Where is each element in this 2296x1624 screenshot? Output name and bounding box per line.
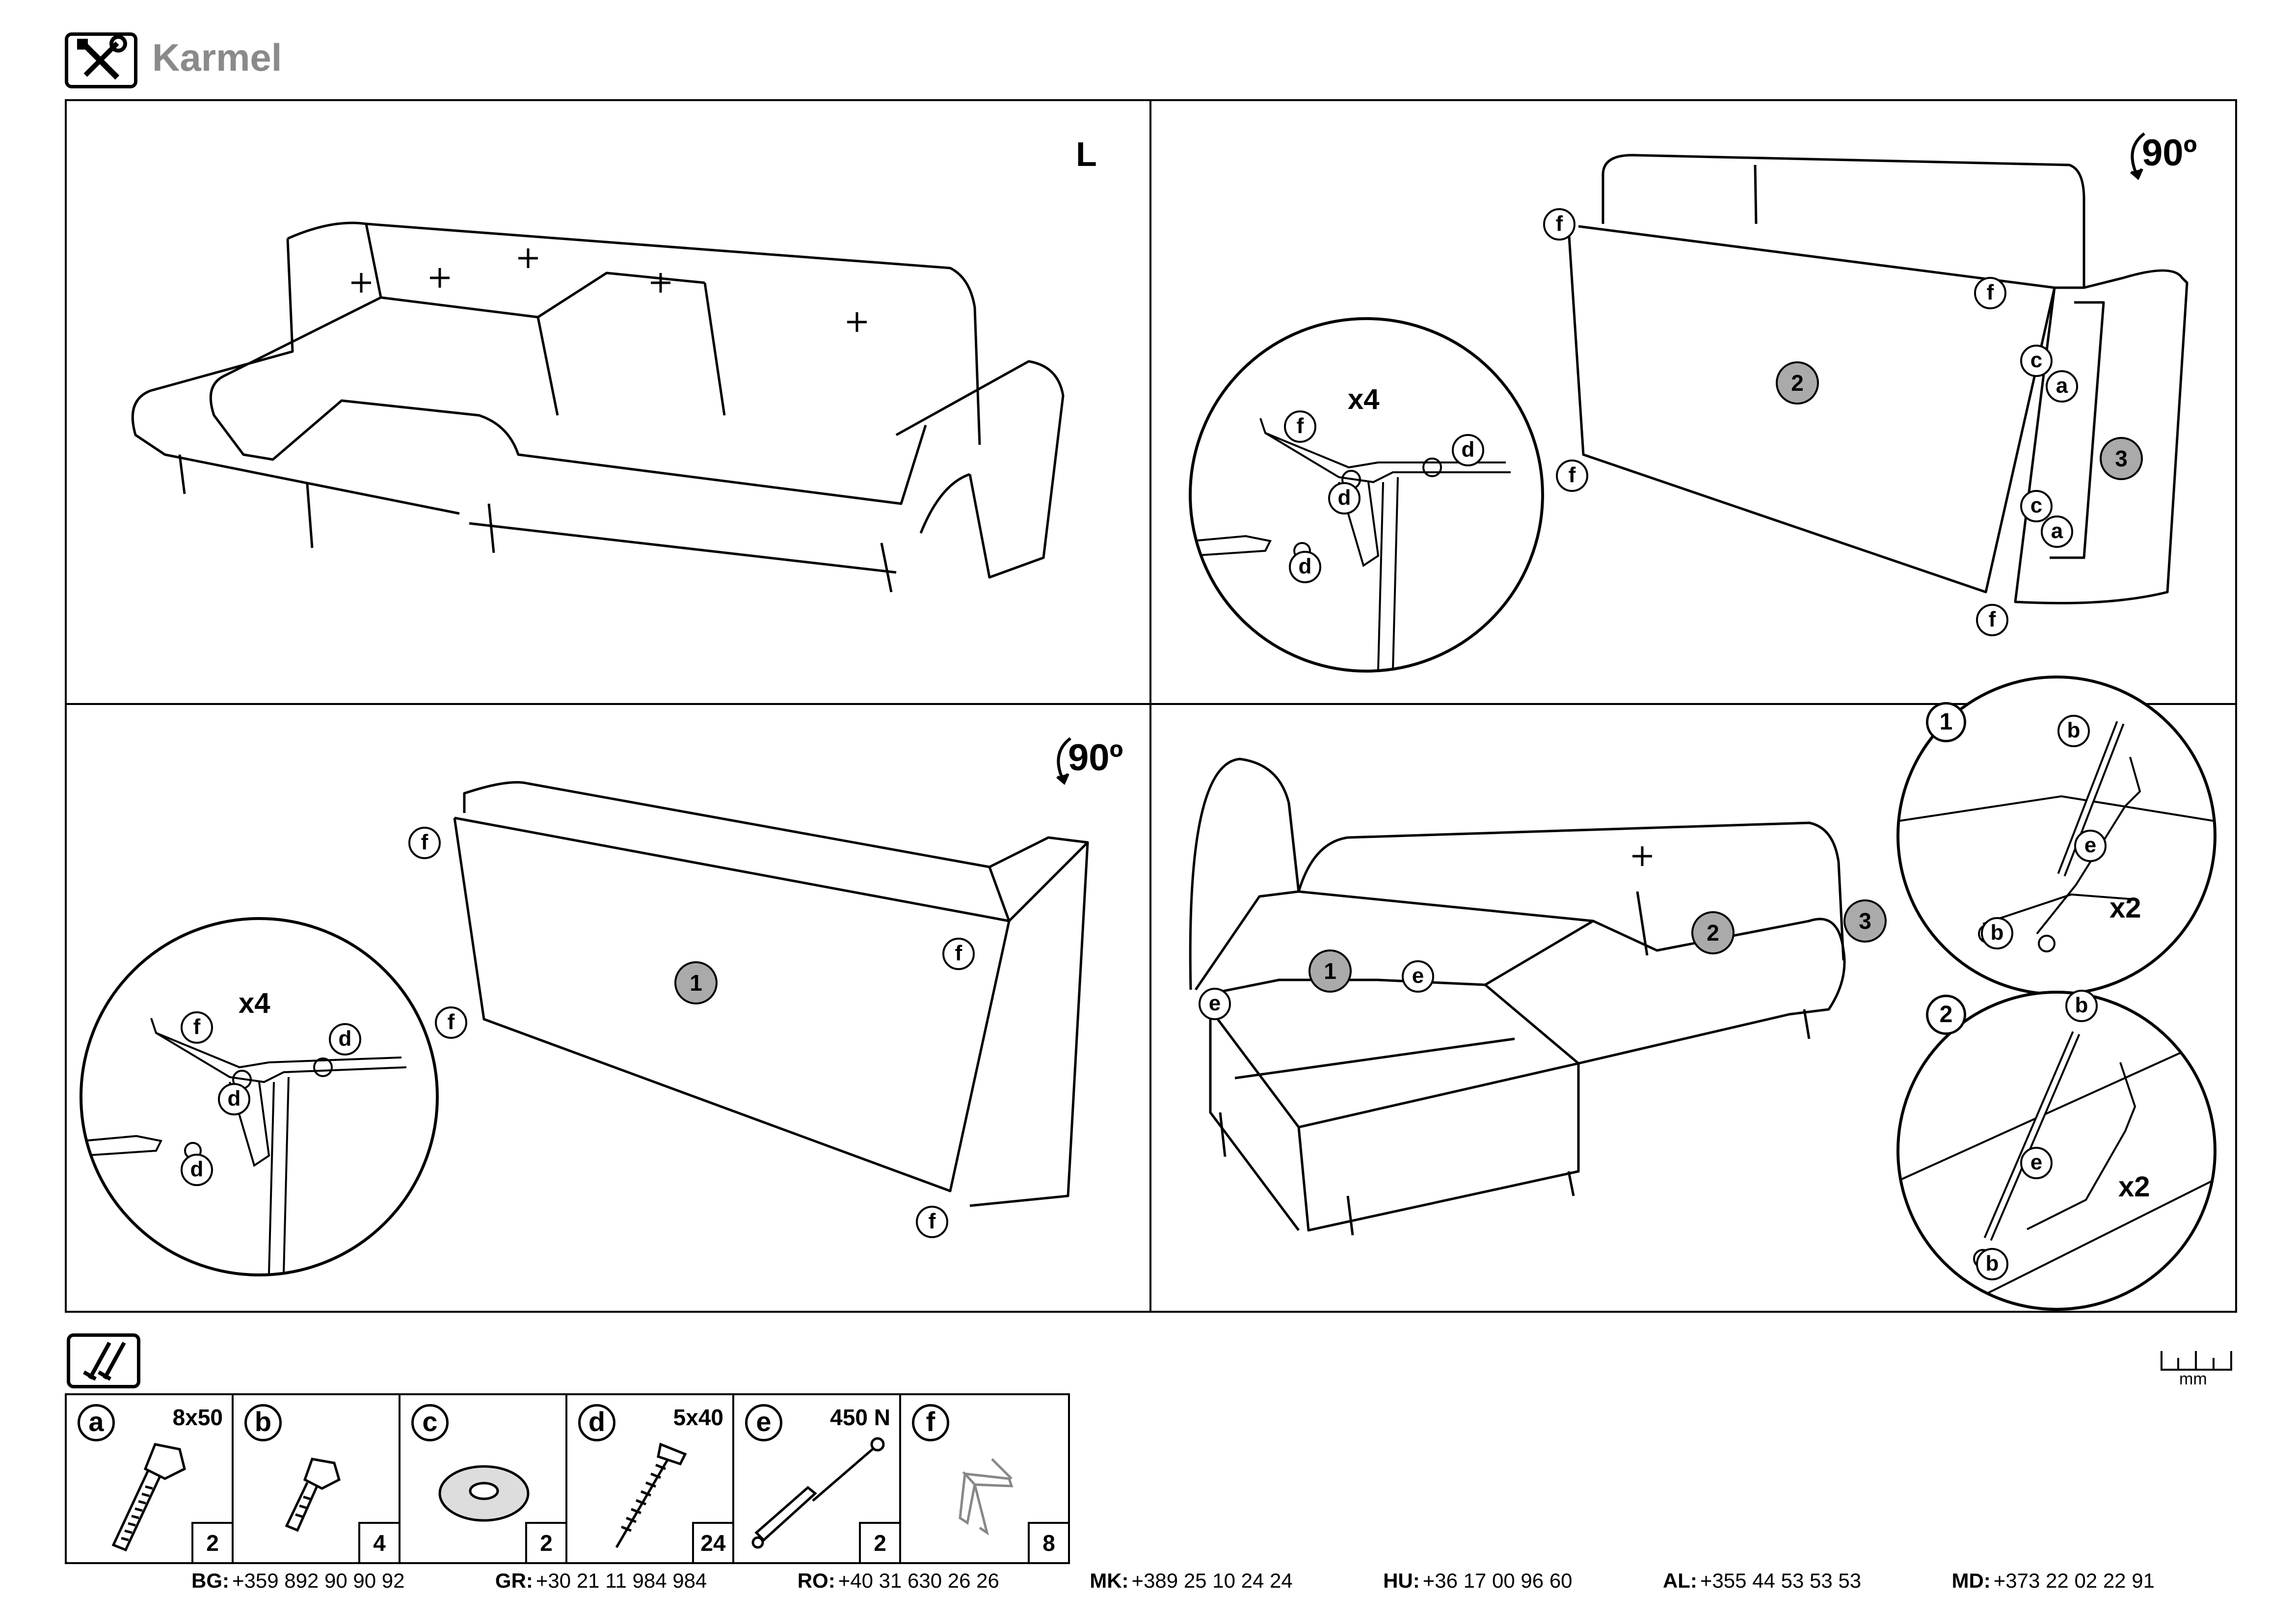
part-d: d 5x40 24 [567,1395,734,1562]
part-qty: 2 [525,1522,565,1562]
contact-phones: BG:+359 892 90 90 92 GR:+30 21 11 984 98… [191,1569,2155,1593]
panel-divider-horizontal [65,703,2235,705]
sofa-storage-open-drawing [1189,758,1846,1236]
parts-list: a 8x50 2 b 4 c 2 d 5x40 [65,1393,1070,1564]
part-label-d: d [1289,551,1321,583]
part-letter: f [912,1404,949,1441]
rotate-arrow-icon [1056,737,1071,785]
part-label-b: b [1976,1248,2008,1280]
part-label-d: d [181,1154,213,1186]
part-label-d: d [1328,482,1361,514]
step-number-1: 1 [1926,702,1966,742]
panel-3: 90º x4 f f f f f d d d 1 [67,705,1148,1307]
sofa-side-panel-drawing [453,781,1089,1207]
component-number-1: 1 [674,961,718,1004]
component-number-3: 3 [2100,437,2143,480]
part-qty: 24 [692,1522,732,1562]
part-label-d: d [329,1023,361,1056]
bolt-short-icon [285,1458,341,1532]
part-letter: d [578,1404,615,1441]
part-label-f: f [1284,410,1316,443]
rotation-indicator: 90º [1068,737,1123,779]
washer-icon [438,1465,530,1522]
part-label-e: e [1402,960,1434,993]
part-label-b: b [2057,715,2090,747]
wood-screw-icon [615,1442,687,1548]
part-label-f: f [1556,460,1588,492]
part-qty: 2 [191,1522,232,1562]
step-number-2: 2 [1926,995,1966,1035]
detail-magnifier-leg: x4 [80,917,439,1276]
phone-mk: MK:+389 25 10 24 24 [1090,1569,1293,1592]
part-label-c: c [2020,345,2053,377]
part-label-e: e [2020,1147,2053,1179]
part-f: f 8 [901,1395,1068,1562]
bolt-long-icon [111,1443,186,1552]
part-label-c: c [2020,490,2053,522]
leg-bracket-icon [959,1458,1014,1536]
part-spec: 450 N [830,1405,890,1430]
part-spec: 5x40 [673,1405,723,1430]
phone-ro: RO:+40 31 630 26 26 [797,1569,999,1592]
part-qty: 4 [358,1522,399,1562]
phone-hu: HU:+36 17 00 96 60 [1383,1569,1573,1592]
sofa-back-panel-drawing [1567,154,2189,604]
component-number-3: 3 [1843,899,1887,943]
phone-bg: BG:+359 892 90 90 92 [191,1569,405,1592]
part-qty: 8 [1028,1522,1068,1562]
count-x2: x2 [2118,1171,2150,1203]
phone-md: MD:+373 22 02 22 91 [1951,1569,2155,1592]
part-qty: 2 [859,1522,899,1562]
phone-al: AL:+355 44 53 53 53 [1662,1569,1862,1592]
part-b: b 4 [234,1395,400,1562]
phone-gr: GR:+30 21 11 984 984 [495,1569,707,1592]
part-label-f: f [181,1011,213,1044]
part-spec: 8x50 [172,1405,223,1430]
part-label-f: f [1543,208,1575,241]
count-x4: x4 [1348,383,1380,415]
tools-icon [65,32,137,88]
part-label-f: f [435,1006,467,1039]
part-label-a: a [2046,370,2078,403]
part-label-f: f [408,827,441,859]
part-a: a 8x50 2 [67,1395,234,1562]
gas-spring-icon [751,1437,885,1549]
part-letter: e [745,1404,782,1441]
component-number-1: 1 [1308,949,1352,993]
screws-icon [67,1333,140,1388]
part-label-a: a [2041,515,2073,548]
part-label-f: f [942,938,975,970]
part-letter: c [411,1404,449,1441]
panel-2: 90º x4 f f f f f d d d c a c a 2 3 [1151,101,2232,702]
part-label-f: f [916,1206,948,1238]
part-label-d: d [1452,434,1484,466]
detail-magnifier-leg: x4 [1189,317,1544,673]
count-x2: x2 [2109,892,2141,924]
part-label-b: b [1981,917,2013,949]
rotate-arrow-icon [2130,132,2145,180]
sofa-assembled-drawing [131,221,1065,593]
part-c: c 2 [400,1395,567,1562]
component-number-2: 2 [1776,361,1819,405]
component-number-2: 2 [1691,911,1735,954]
part-label-e: e [1199,988,1231,1020]
part-label-d: d [218,1083,250,1115]
detail-magnifier-step2: x2 [1896,991,2216,1311]
page-title: Karmel [152,36,282,79]
part-letter: a [78,1404,115,1441]
rotation-indicator: 90º [2142,132,2197,174]
part-label-e: e [2074,830,2107,862]
part-label-b: b [2065,990,2098,1022]
panel-1: L [67,101,1148,702]
part-e: e 450 N 2 [734,1395,901,1562]
panel-4: x2 x2 1 2 b b e b e b e e 1 2 3 [1151,676,2232,1311]
part-label-f: f [1974,277,2006,309]
panel-1-label: L [1076,135,1097,173]
ruler-icon: mm [2160,1348,2233,1388]
panel-divider-vertical [1149,99,1151,1312]
count-x4: x4 [239,987,270,1019]
part-letter: b [244,1404,282,1441]
part-label-f: f [1976,604,2008,636]
ruler-unit: mm [2179,1370,2207,1388]
